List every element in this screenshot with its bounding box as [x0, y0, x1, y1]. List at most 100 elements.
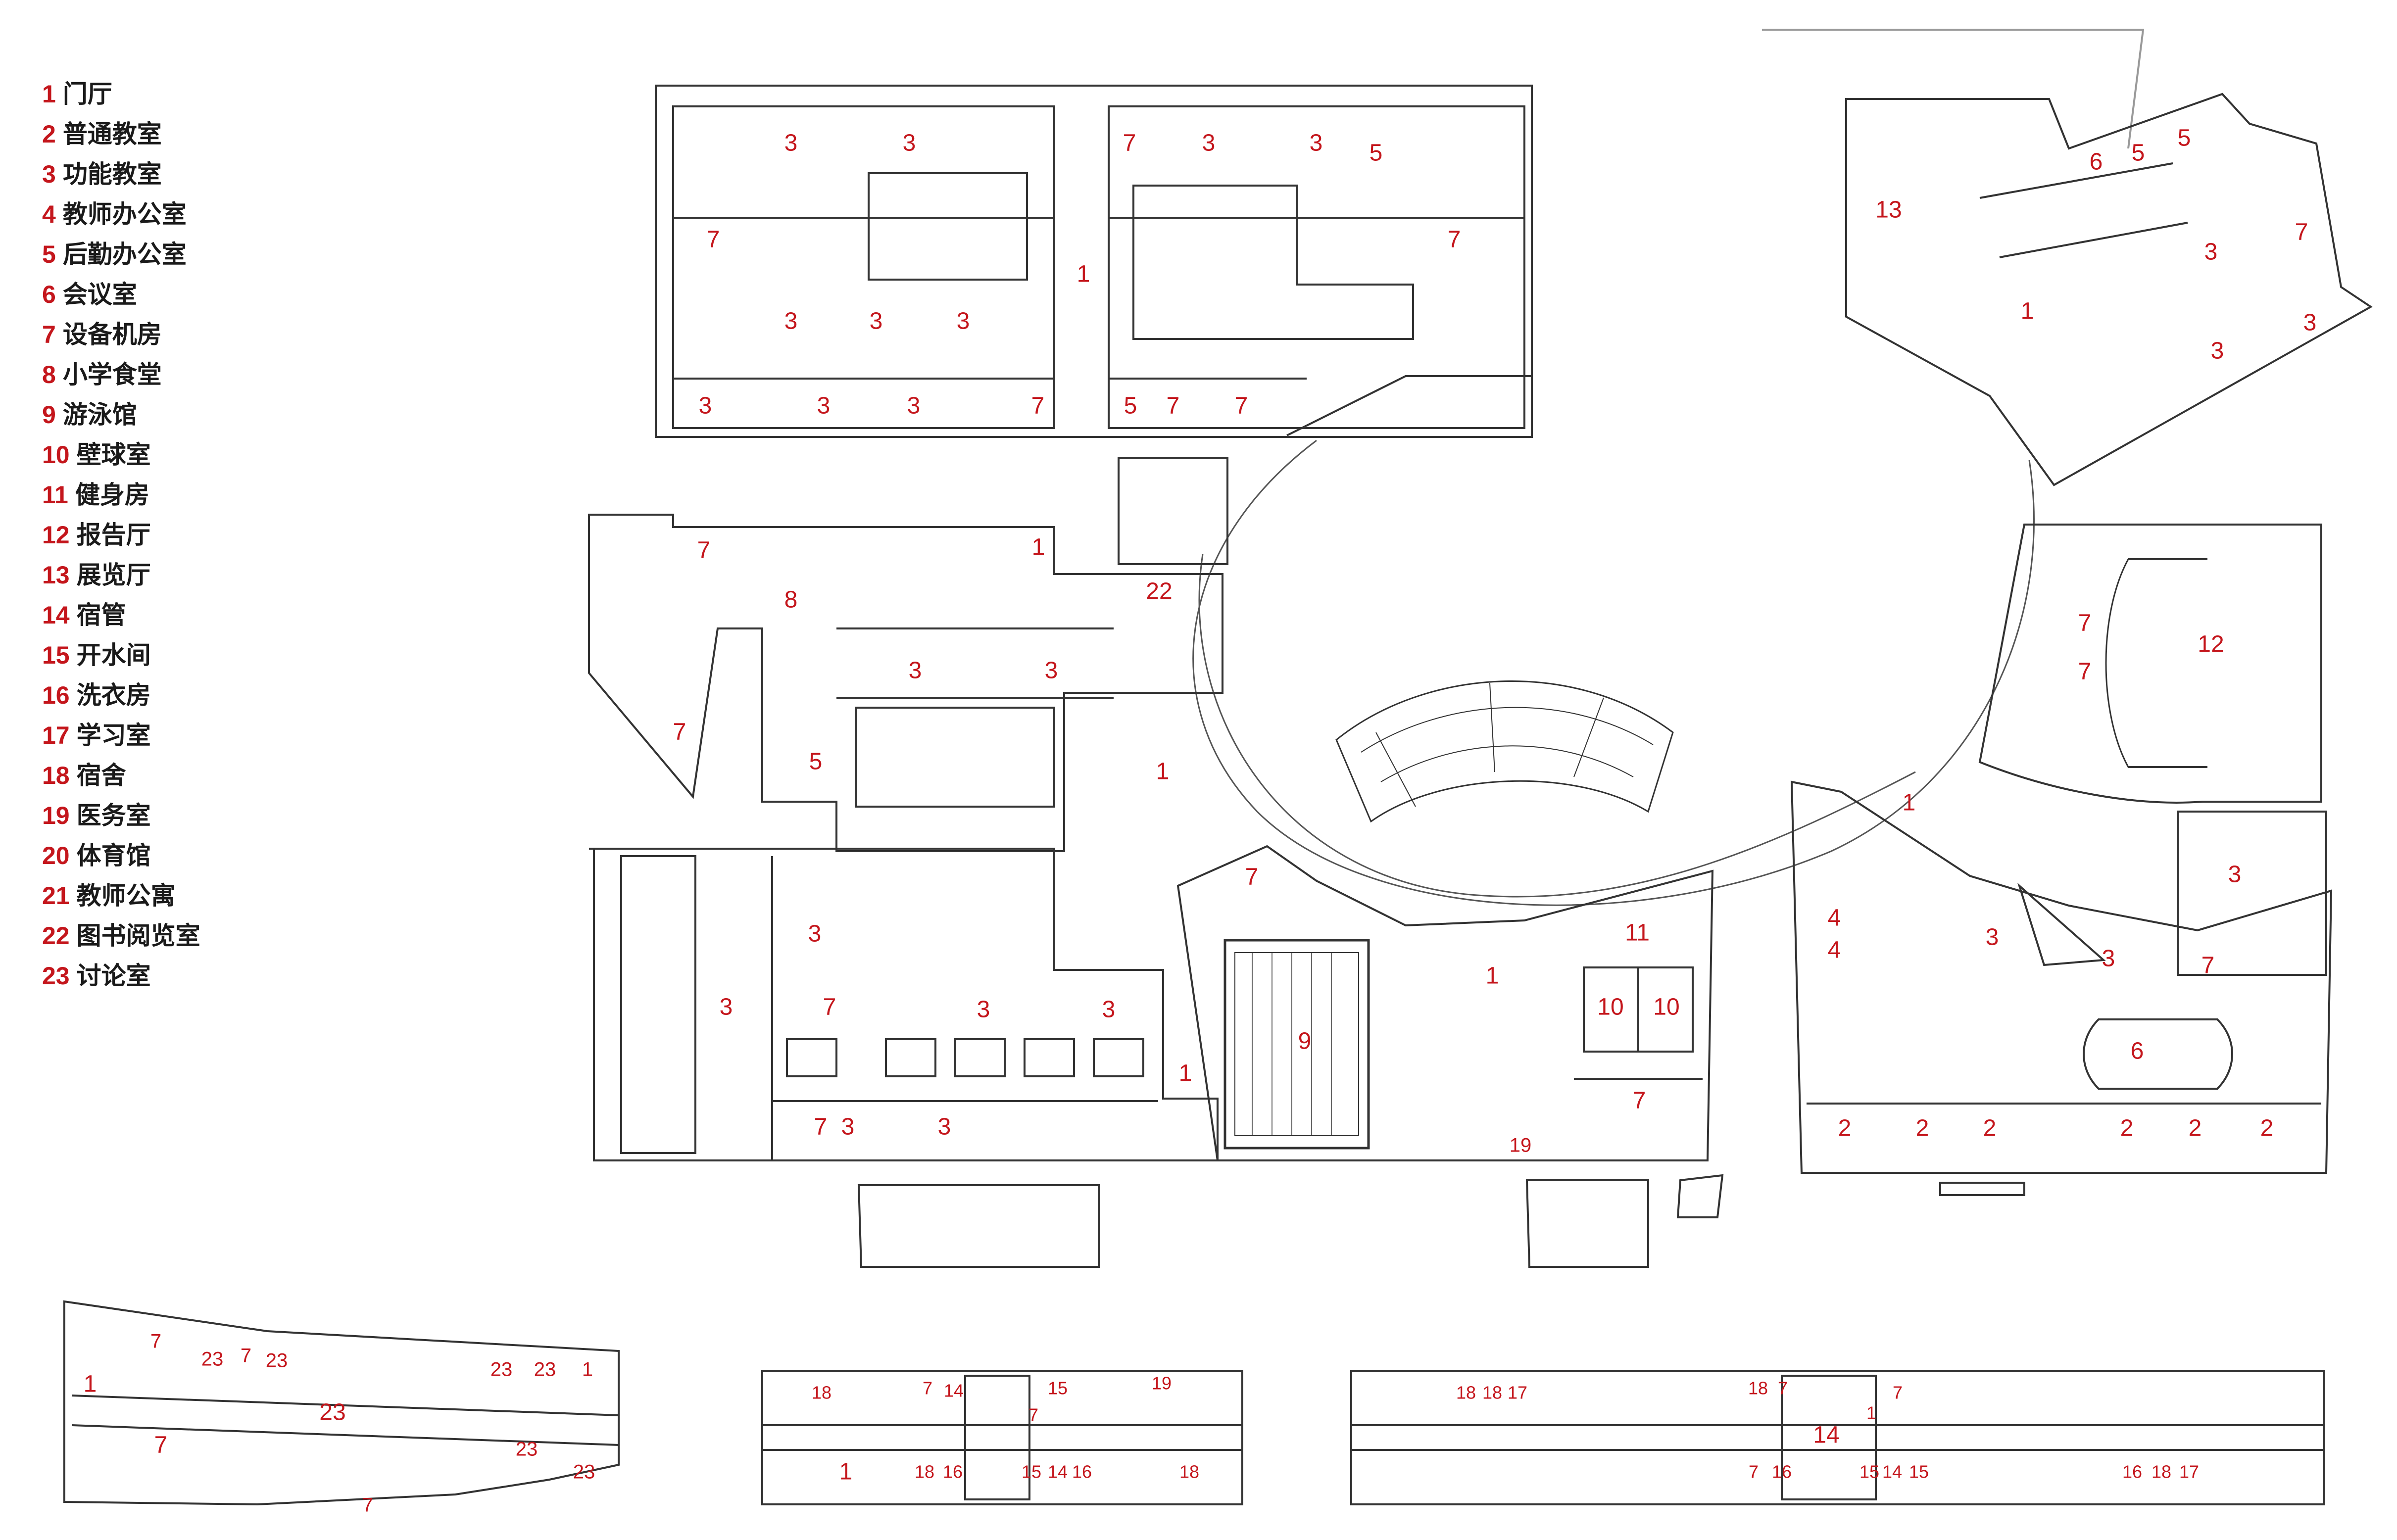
- room-label: 7: [823, 994, 836, 1020]
- room-label: 12: [2198, 631, 2224, 658]
- room-label: 7: [2078, 659, 2092, 685]
- room-label: 18: [1456, 1383, 1476, 1403]
- room-label: 3: [2204, 239, 2218, 265]
- room-label: 3: [903, 130, 916, 156]
- room-label: 3: [808, 921, 822, 947]
- legend-label: 宿管: [76, 601, 126, 629]
- room-label: 15: [1022, 1462, 1041, 1482]
- room-label: 2: [1916, 1115, 1929, 1142]
- room-label: 1: [1903, 790, 1916, 816]
- legend-label: 医务室: [76, 802, 151, 829]
- room-label: 18: [2152, 1462, 2171, 1482]
- room-label: 3: [699, 393, 712, 419]
- room-label: 3: [817, 393, 831, 419]
- room-label: 2: [2189, 1115, 2202, 1142]
- room-label: 7: [1778, 1378, 1788, 1398]
- legend-number: 7: [42, 321, 56, 348]
- legend-number: 10: [42, 441, 70, 469]
- room-label: 7: [1123, 130, 1136, 156]
- room-label: 10: [1597, 994, 1623, 1020]
- room-label: 8: [784, 587, 798, 613]
- legend-number: 9: [42, 401, 56, 429]
- legend-label: 图书阅览室: [76, 922, 200, 950]
- room-label: 16: [1072, 1462, 1092, 1482]
- room-label: 7: [814, 1114, 828, 1140]
- legend-number: 3: [42, 160, 56, 188]
- room-label: 14: [1882, 1462, 1902, 1482]
- legend-number: 18: [42, 762, 70, 789]
- room-label: 3: [1202, 130, 1216, 156]
- room-label: 1: [1179, 1060, 1192, 1087]
- wall-outlines: [63, 29, 2373, 1506]
- room-label: 2: [2120, 1115, 2134, 1142]
- room-label: 17: [1508, 1383, 1527, 1403]
- legend-number: 21: [42, 882, 70, 910]
- legend-label: 体育馆: [76, 842, 151, 869]
- legend-label: 会议室: [62, 281, 137, 308]
- room-label: 16: [2122, 1462, 2142, 1482]
- room-label: 15: [1859, 1462, 1879, 1482]
- room-label: 23: [516, 1439, 538, 1460]
- room-label: 3: [977, 997, 990, 1023]
- room-label: 1: [2021, 298, 2034, 325]
- legend-number: 14: [42, 601, 70, 629]
- legend-label: 小学食堂: [62, 361, 162, 388]
- legend-label: 教师办公室: [62, 200, 187, 228]
- room-label: 19: [1510, 1135, 1532, 1156]
- room-label: 23: [490, 1359, 513, 1381]
- legend-number: 19: [42, 802, 70, 829]
- legend-label: 报告厅: [76, 521, 151, 549]
- room-label: 7: [673, 719, 686, 745]
- room-label: 1: [582, 1359, 593, 1381]
- legend-number: 15: [42, 641, 70, 669]
- room-label: 1: [1486, 963, 1499, 989]
- room-label: 5: [1124, 393, 1137, 419]
- room-label: 7: [1167, 393, 1180, 419]
- room-label: 7: [154, 1432, 168, 1458]
- legend-number: 1: [42, 80, 56, 108]
- room-label: 18: [1482, 1383, 1502, 1403]
- room-label: 14: [944, 1381, 964, 1401]
- legend-label: 展览厅: [76, 561, 151, 589]
- room-label: 2: [2260, 1115, 2274, 1142]
- room-label: 6: [2090, 149, 2103, 175]
- room-label: 7: [1633, 1088, 1646, 1114]
- room-label: 1: [1866, 1403, 1876, 1423]
- room-label: 23: [201, 1348, 224, 1370]
- room-label: 18: [812, 1383, 832, 1403]
- room-label: 7: [1245, 864, 1259, 890]
- room-label: 16: [943, 1462, 963, 1482]
- legend-label: 门厅: [62, 80, 112, 108]
- room-label: 7: [1235, 393, 1248, 419]
- room-label: 18: [1748, 1378, 1768, 1398]
- room-label: 17: [2179, 1462, 2199, 1482]
- room-label: 5: [1370, 140, 1383, 166]
- room-label: 23: [319, 1399, 345, 1426]
- room-label: 18: [1179, 1462, 1199, 1482]
- legend-label: 健身房: [75, 481, 149, 509]
- room-label: 9: [1298, 1028, 1312, 1055]
- legend-label: 宿舍: [76, 762, 126, 789]
- legend-label: 设备机房: [62, 321, 162, 348]
- room-label: 5: [2132, 140, 2145, 166]
- room-label: 3: [1986, 924, 1999, 951]
- legend-number: 17: [42, 722, 70, 749]
- legend-label: 讨论室: [76, 962, 151, 990]
- legend-label: 功能教室: [62, 160, 162, 188]
